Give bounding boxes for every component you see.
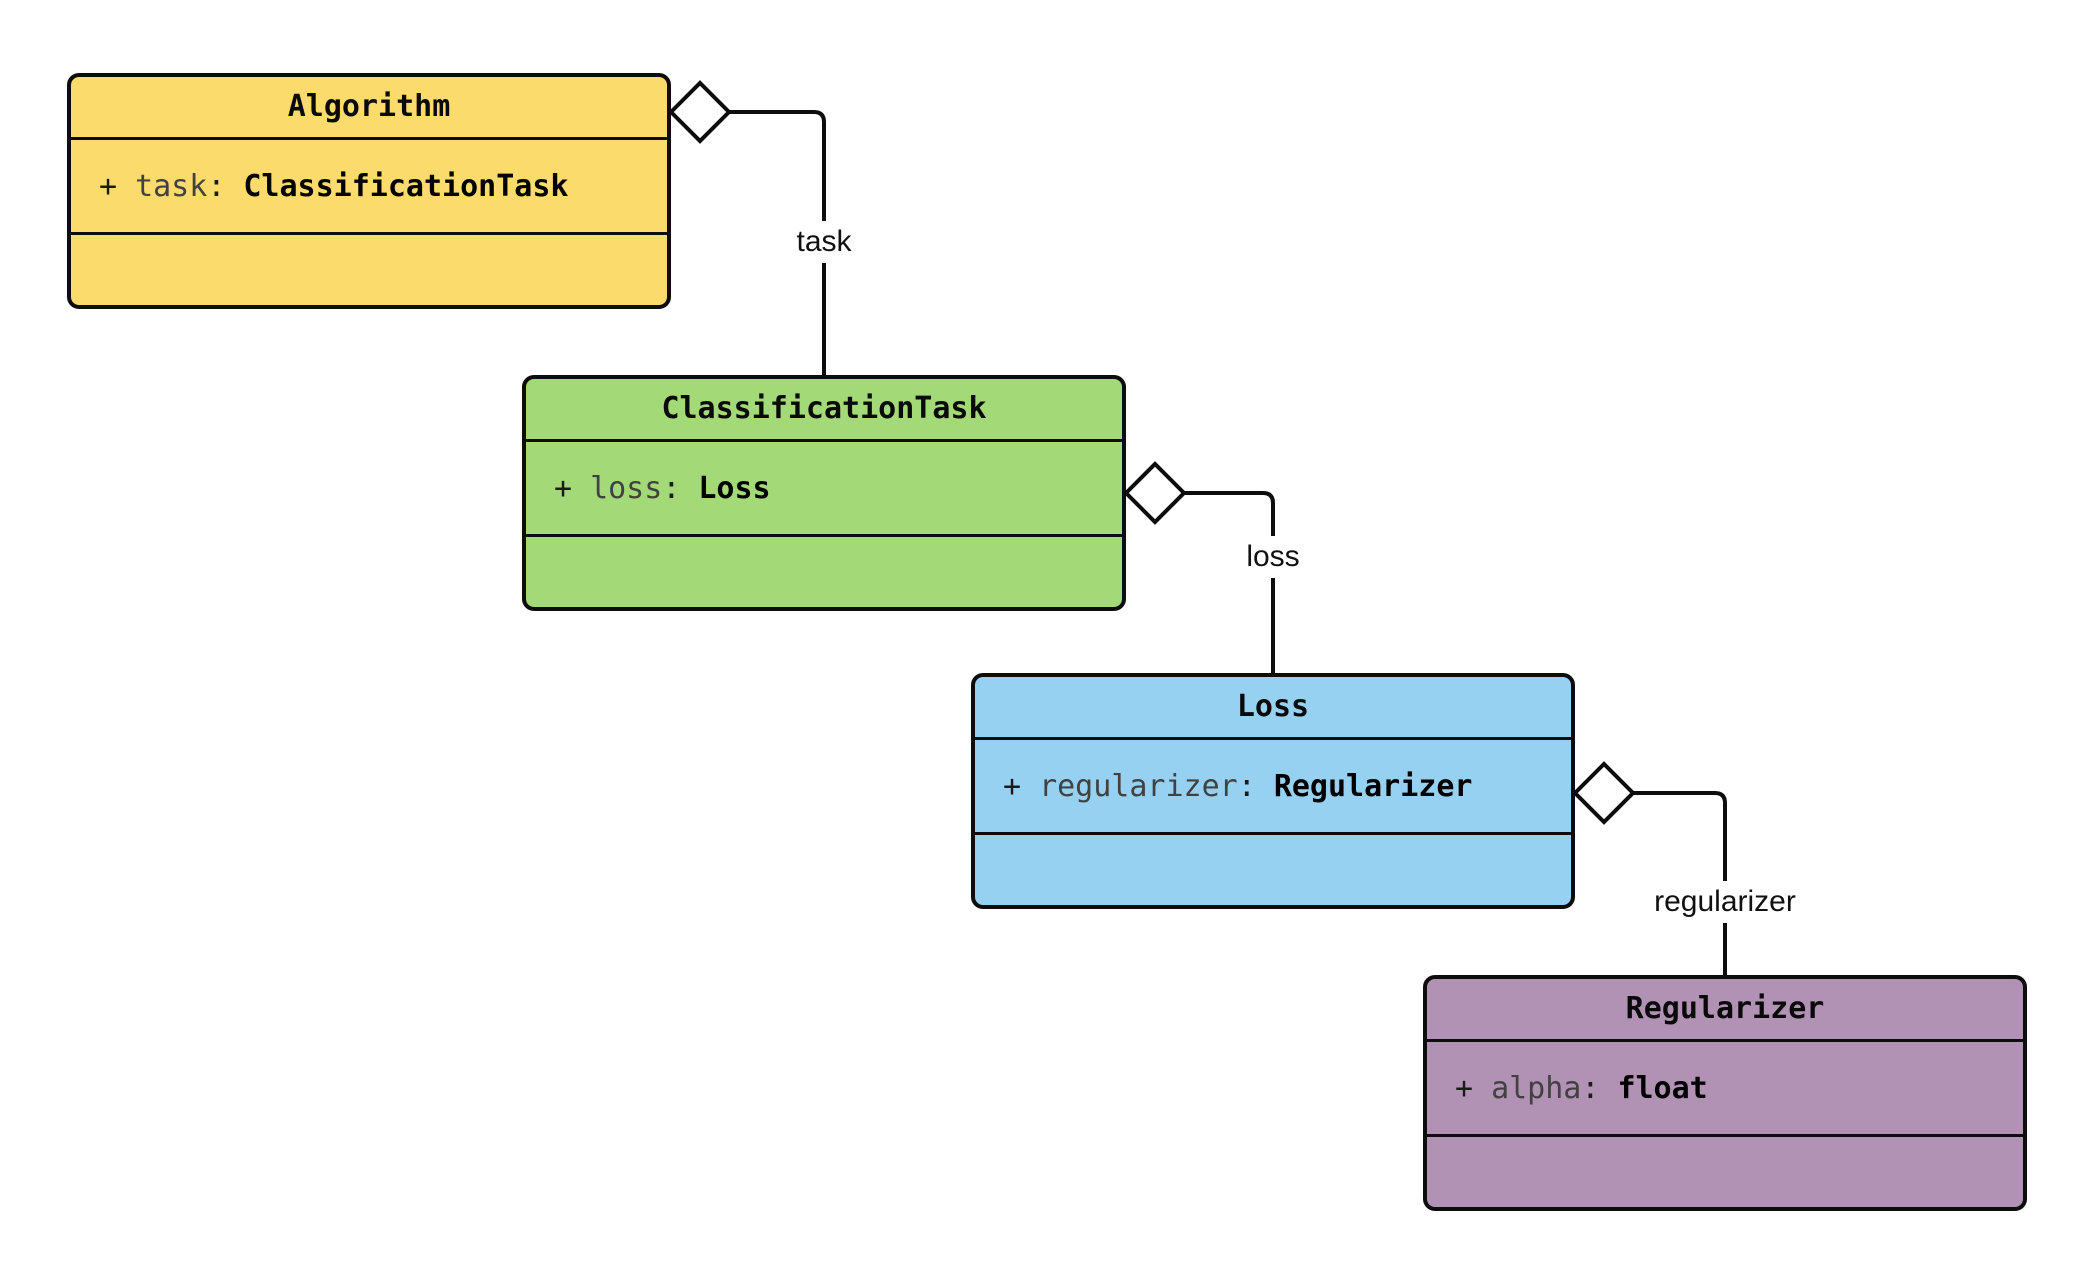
attribute-type: Loss xyxy=(698,470,771,506)
class-box-algorithm: Algorithm + task : ClassificationTask xyxy=(67,73,671,309)
attribute-type: ClassificationTask xyxy=(243,168,569,204)
aggregation-diamond-icon xyxy=(1123,461,1187,525)
attribute-visibility: + xyxy=(1003,768,1022,804)
edge-label-loss: loss xyxy=(1238,536,1308,578)
attribute-type: Regularizer xyxy=(1273,768,1473,804)
edge-regularizer-line xyxy=(1633,791,1727,979)
class-methods-empty xyxy=(975,835,1571,905)
class-title: ClassificationTask xyxy=(526,379,1122,442)
edge-task-line xyxy=(729,110,826,377)
class-title: Regularizer xyxy=(1427,979,2023,1042)
class-box-loss: Loss + regularizer : Regularizer xyxy=(971,673,1575,909)
class-methods-empty xyxy=(526,537,1122,607)
class-methods-empty xyxy=(71,235,667,305)
edge-label-regularizer: regularizer xyxy=(1646,881,1804,923)
attribute-colon: : xyxy=(1237,768,1256,804)
attribute-name: task xyxy=(135,168,208,204)
attribute-name: regularizer xyxy=(1039,768,1238,804)
class-attribute: + task : ClassificationTask xyxy=(71,140,667,235)
class-box-classificationtask: ClassificationTask + loss : Loss xyxy=(522,375,1126,611)
class-title: Algorithm xyxy=(71,77,667,140)
class-box-regularizer: Regularizer + alpha : float xyxy=(1423,975,2027,1211)
attribute-colon: : xyxy=(1581,1070,1600,1106)
attribute-type: float xyxy=(1617,1070,1708,1106)
attribute-colon: : xyxy=(207,168,226,204)
aggregation-diamond-icon xyxy=(668,80,732,144)
aggregation-diamond-icon xyxy=(1572,761,1636,825)
attribute-colon: : xyxy=(662,470,681,506)
attribute-visibility: + xyxy=(99,168,118,204)
attribute-visibility: + xyxy=(554,470,573,506)
edge-label-task: task xyxy=(788,221,860,263)
class-title: Loss xyxy=(975,677,1571,740)
attribute-visibility: + xyxy=(1455,1070,1474,1106)
class-attribute: + regularizer : Regularizer xyxy=(975,740,1571,835)
class-attribute: + alpha : float xyxy=(1427,1042,2023,1137)
attribute-name: alpha xyxy=(1491,1070,1582,1106)
class-methods-empty xyxy=(1427,1137,2023,1207)
edge-loss-line xyxy=(1184,491,1275,677)
attribute-name: loss xyxy=(590,470,663,506)
class-attribute: + loss : Loss xyxy=(526,442,1122,537)
